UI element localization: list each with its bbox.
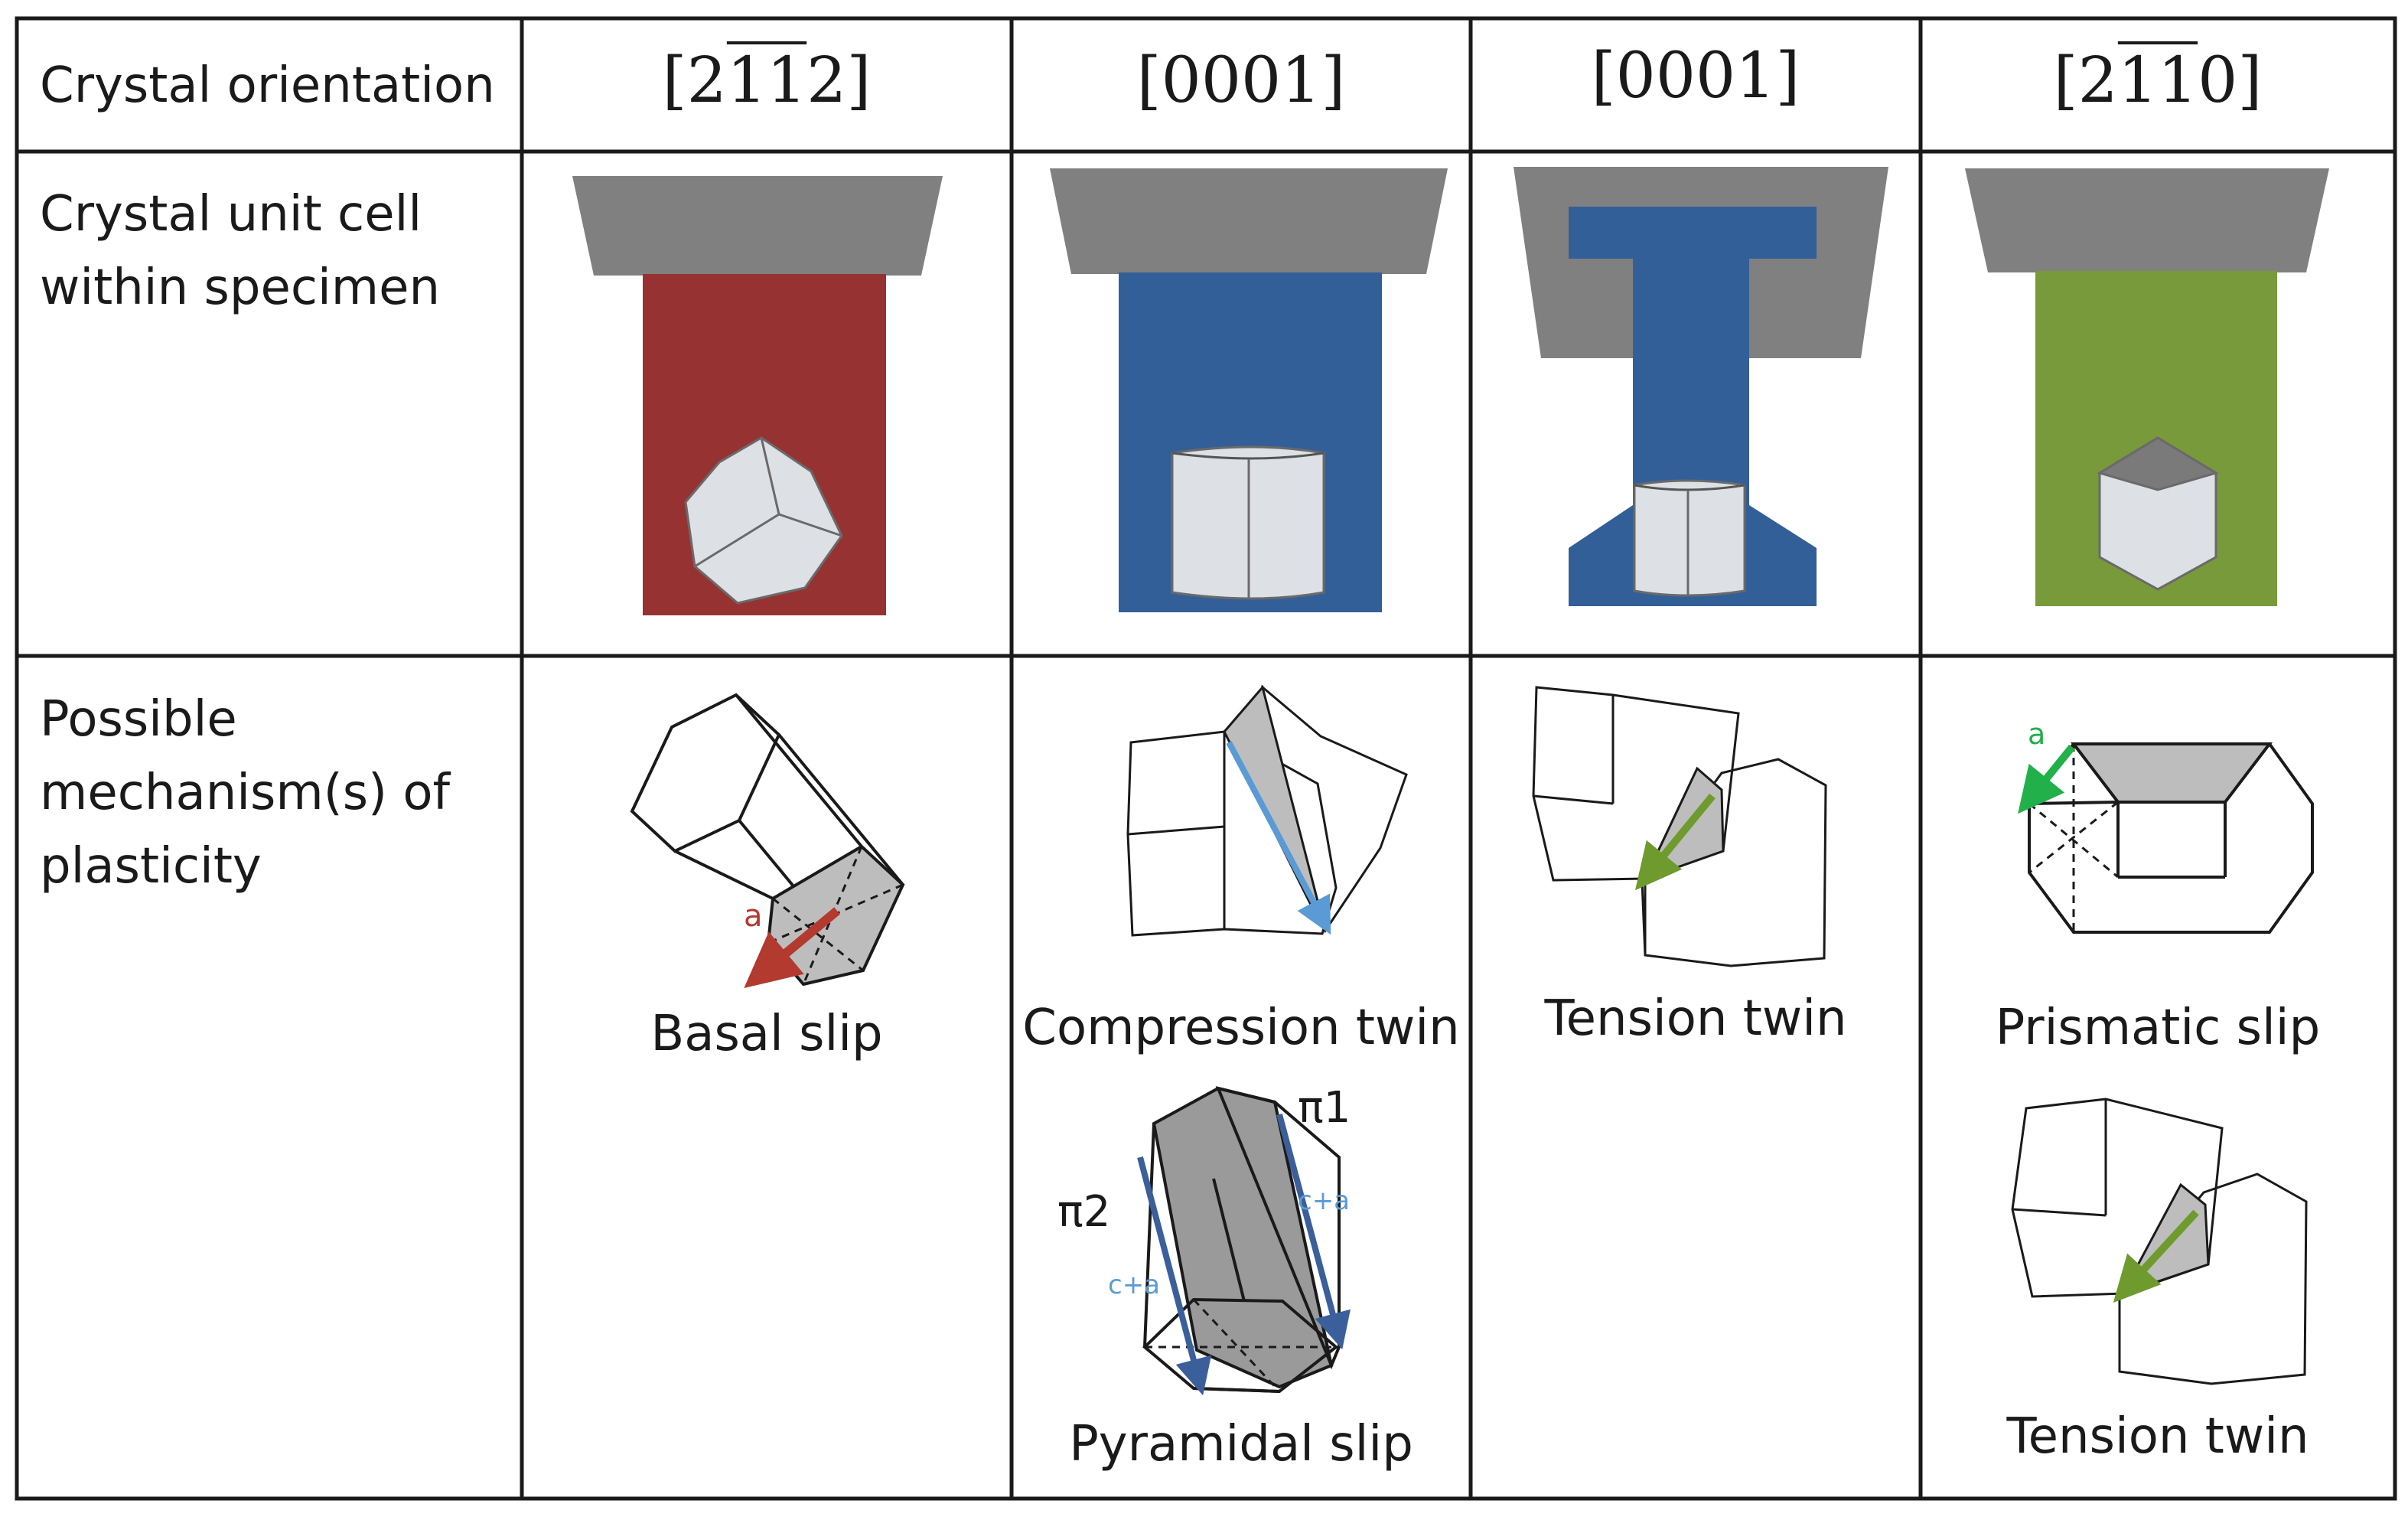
orientation-col2: [0001] <box>1136 44 1346 117</box>
unit-cell-col4 <box>2097 436 2219 591</box>
specimen-col3 <box>1514 167 1888 606</box>
unit-cell-col2 <box>1171 445 1325 600</box>
ca-label-right: c+a <box>1298 1186 1350 1216</box>
pyramidal-slip-arrow-left <box>1137 1156 1212 1396</box>
basal-slip-arrow <box>744 907 840 988</box>
grip-col4 <box>1965 168 2329 272</box>
specimen-body-col3 <box>1569 207 1817 606</box>
caption-compression-twin: Compression twin <box>1022 1000 1460 1056</box>
tension-twin-crystal-col3 <box>1532 686 1827 967</box>
basal-slip-a-label: a <box>744 899 763 934</box>
specimen-col1 <box>572 176 943 615</box>
prismatic-slip-arrow <box>2018 744 2075 814</box>
basal-slip-crystal <box>630 693 905 987</box>
caption-basal-slip: Basal slip <box>650 1006 883 1062</box>
grip-col1 <box>572 176 943 276</box>
unit-cell-col1 <box>684 436 843 605</box>
orientation-col3: [0001] <box>1591 40 1800 113</box>
caption-prismatic-slip: Prismatic slip <box>1995 1000 2321 1056</box>
caption-tension-twin-col3: Tension twin <box>1544 990 1847 1047</box>
tension-twin-arrow-col3 <box>1634 793 1716 891</box>
caption-pyramidal-slip: Pyramidal slip <box>1069 1416 1413 1473</box>
compression-twin-arrow <box>1226 741 1331 935</box>
caption-tension-twin-col4: Tension twin <box>2006 1408 2309 1465</box>
tension-twin-crystal-col4 <box>2011 1098 2308 1385</box>
pi1-label: π1 <box>1298 1083 1351 1133</box>
specimen-col2 <box>1050 168 1448 612</box>
row-label-mechanisms: Possible mechanism(s) of plasticity <box>40 691 451 895</box>
prismatic-slip-crystal <box>2028 742 2314 934</box>
row-label-unit-cell: Crystal unit cell within specimen <box>40 186 441 316</box>
pyramidal-slip-arrow-right <box>1276 1113 1351 1350</box>
orientation-col4: [2110] <box>2053 44 2263 117</box>
ca-label-left: c+a <box>1108 1270 1160 1300</box>
grip-col2 <box>1050 168 1448 274</box>
row-label-orientation: Crystal orientation <box>40 57 495 114</box>
orientation-col1: [2112] <box>662 44 872 117</box>
pi2-label: π2 <box>1057 1187 1110 1237</box>
prismatic-slip-a-label: a <box>2028 717 2045 751</box>
tension-twin-arrow-col4 <box>2113 1209 2199 1303</box>
unit-cell-col3 <box>1633 479 1746 597</box>
specimen-col4 <box>1965 168 2329 606</box>
